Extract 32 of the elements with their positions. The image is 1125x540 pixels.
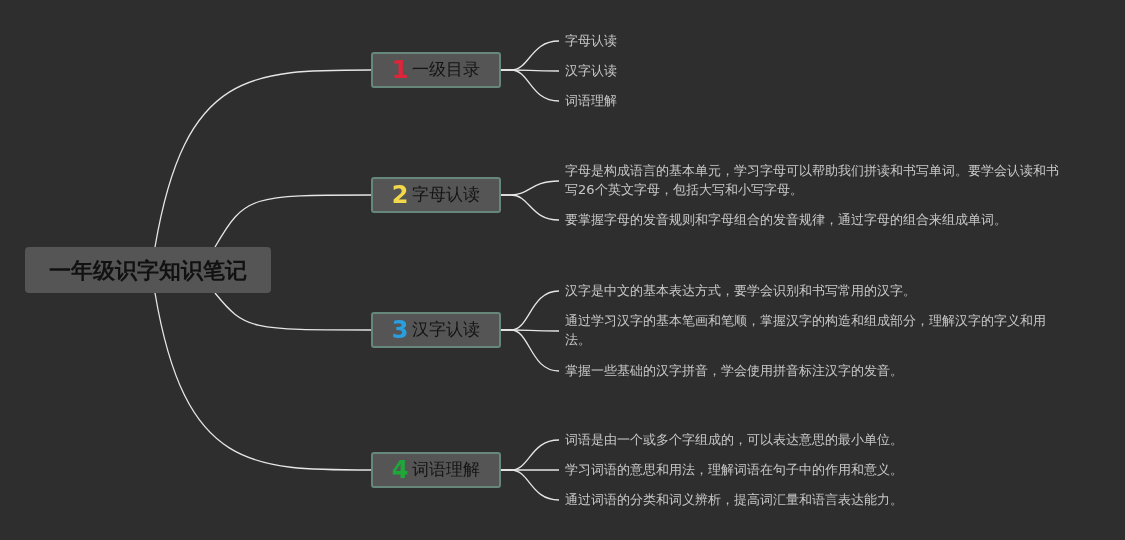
- subtopic-text: 学习词语的意思和用法，理解词语在句子中的作用和意义。: [565, 460, 1065, 479]
- topic-box: [371, 52, 501, 88]
- topic-number: 4: [391, 458, 409, 482]
- subtopic-text: 掌握一些基础的汉字拼音，学会使用拼音标注汉字的发音。: [565, 361, 1065, 380]
- connector-line: [500, 469, 560, 501]
- subtopic-text: 字母是构成语言的基本单元，学习字母可以帮助我们拼读和书写单词。要学会认读和书写26个英文字母，包括大写和小写字母。: [565, 161, 1065, 199]
- connector-line: [154, 292, 372, 471]
- root-topic-box: 一年级识字知识笔记: [25, 247, 271, 293]
- topic-box: [371, 312, 501, 348]
- connector-line: [500, 69, 560, 102]
- subtopic-text: 通过词语的分类和词义辨析，提高词汇量和语言表达能力。: [565, 490, 1065, 509]
- subtopic-text: 要掌握字母的发音规则和字母组合的发音规律，通过字母的组合来组成单词。: [565, 210, 1065, 229]
- subtopic-text: 词语理解: [565, 91, 765, 110]
- topic-label: 字母认读: [412, 183, 481, 207]
- connector-line: [214, 292, 372, 331]
- connector-line: [214, 194, 372, 248]
- topic-box: [371, 177, 501, 213]
- subtopic-text: 通过学习汉字的基本笔画和笔顺，掌握汉字的构造和组成部分，理解汉字的字义和用法。: [565, 311, 1065, 349]
- subtopic-text: 词语是由一个或多个字组成的，可以表达意思的最小单位。: [565, 430, 1065, 449]
- connector-line: [154, 69, 372, 248]
- topic-number: 3: [391, 318, 409, 342]
- connector-line: [500, 194, 560, 221]
- subtopic-text: 汉字是中文的基本表达方式，要学会识别和书写常用的汉字。: [565, 281, 1065, 300]
- topic-label: 一级目录: [412, 58, 481, 82]
- topic-label: 词语理解: [412, 458, 481, 482]
- topic-box: [371, 452, 501, 488]
- connector-line: [500, 329, 560, 372]
- subtopic-text: 字母认读: [565, 31, 765, 50]
- subtopic-text: 汉字认读: [565, 61, 765, 80]
- topic-number: 1: [391, 58, 409, 82]
- topic-label: 汉字认读: [412, 318, 481, 342]
- topic-number: 2: [391, 183, 409, 207]
